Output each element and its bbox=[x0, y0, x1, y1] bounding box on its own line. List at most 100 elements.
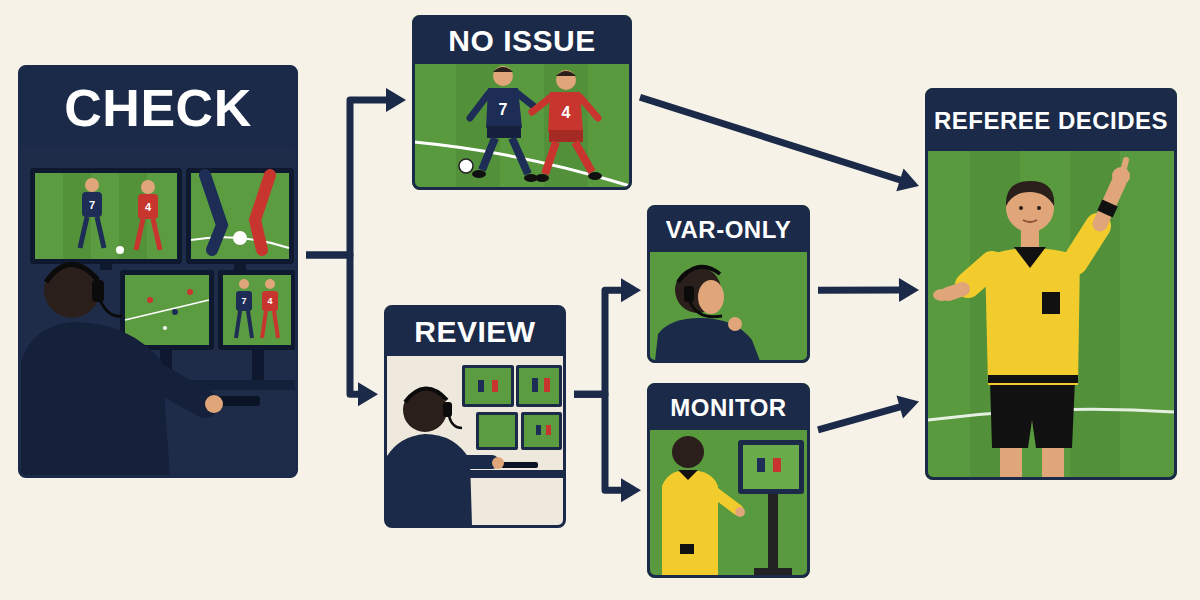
control-room-art-part bbox=[147, 297, 153, 303]
control-room-art-part bbox=[116, 246, 124, 254]
check-panel: CHECK bbox=[18, 65, 298, 478]
control-room-art-part bbox=[82, 192, 102, 217]
tackle-art-part bbox=[588, 172, 602, 180]
control-room-art-part bbox=[262, 291, 278, 311]
review-art-part bbox=[546, 425, 551, 435]
review-art-part bbox=[405, 388, 447, 402]
control-room-art-part bbox=[141, 180, 155, 194]
review-art-part bbox=[476, 412, 518, 450]
pitchside-monitor-art-part bbox=[754, 568, 792, 576]
tackle-art-part bbox=[549, 130, 583, 142]
review-art-part bbox=[479, 415, 515, 447]
pitchside-monitor-art-part bbox=[768, 494, 778, 576]
tackle-art-part bbox=[575, 142, 592, 172]
tackle-art-part bbox=[535, 174, 549, 182]
var-official-art-part bbox=[728, 317, 742, 331]
arrowhead bbox=[621, 478, 641, 502]
review-art-part bbox=[516, 365, 562, 407]
jersey-number: 4 bbox=[145, 202, 151, 213]
node-title: CHECK bbox=[21, 68, 295, 148]
tackle-art-part bbox=[512, 138, 528, 174]
connector-line bbox=[306, 255, 364, 394]
node-title: REFEREE DECIDES bbox=[928, 91, 1174, 151]
flow-arrow bbox=[574, 278, 641, 394]
pitchside-monitor-art-part bbox=[678, 470, 698, 480]
flow-arrow bbox=[306, 88, 406, 255]
control-room-art-part bbox=[44, 262, 100, 318]
var-official-art-part bbox=[647, 205, 810, 363]
tackle-art-part bbox=[517, 93, 536, 108]
review-art-part bbox=[443, 402, 452, 417]
control-room-art-part bbox=[92, 280, 104, 302]
tackle-art-part bbox=[482, 138, 495, 170]
referee-art bbox=[925, 88, 1177, 480]
var-official-art bbox=[647, 205, 810, 363]
control-room-art-part bbox=[265, 279, 275, 289]
arrowhead bbox=[358, 382, 378, 406]
control-room-art-part bbox=[163, 326, 167, 330]
pitchside-monitor-art-part bbox=[735, 507, 745, 517]
control-room-art-part bbox=[191, 173, 289, 259]
referee-art-part bbox=[933, 289, 951, 301]
review-art-part bbox=[524, 415, 559, 447]
referee-art-part bbox=[990, 380, 1075, 448]
outcome-box: NO ISSUE bbox=[412, 15, 632, 190]
review-art-part bbox=[532, 378, 538, 392]
arrowhead bbox=[386, 88, 406, 112]
jersey-number: 4 bbox=[267, 297, 272, 306]
referee-art-part bbox=[1019, 206, 1023, 210]
connector-line bbox=[574, 290, 627, 394]
pitchside-monitor-art bbox=[647, 383, 810, 578]
pitchside-monitor-art-part bbox=[757, 458, 765, 472]
referee-art-part bbox=[1042, 292, 1060, 314]
review-art-part bbox=[455, 455, 492, 469]
review-art-part bbox=[521, 412, 562, 450]
review-art-part bbox=[478, 380, 484, 392]
control-room-art-part bbox=[100, 264, 112, 270]
pitchside-monitor-art-part bbox=[773, 458, 781, 472]
pitchside-monitor-art-part bbox=[743, 445, 799, 489]
var-official-art-part bbox=[655, 318, 760, 361]
review-option-box: VAR-ONLY bbox=[647, 205, 810, 363]
tackle-art-part bbox=[532, 97, 551, 112]
node-title: NO ISSUE bbox=[415, 18, 629, 64]
control-room-art-part bbox=[223, 275, 291, 345]
control-room-art-part bbox=[153, 219, 160, 250]
review-art bbox=[384, 305, 566, 528]
control-room-art-part bbox=[18, 65, 298, 478]
connector-line bbox=[574, 394, 627, 490]
jersey-number: 4 bbox=[562, 105, 571, 121]
jersey-number: 7 bbox=[241, 297, 246, 306]
review-art-part bbox=[449, 416, 462, 428]
tackle-art-part bbox=[487, 126, 521, 138]
node-title: VAR-ONLY bbox=[650, 208, 807, 252]
referee-art-part bbox=[988, 375, 1078, 383]
node-title: REVIEW bbox=[387, 308, 563, 356]
control-room-art-part bbox=[205, 175, 222, 250]
tackle-art-part bbox=[493, 66, 513, 86]
review-option-box: MONITOR bbox=[647, 383, 810, 578]
control-room-art-part bbox=[136, 219, 143, 250]
control-room-art-part bbox=[97, 217, 104, 248]
control-room-art-part bbox=[80, 217, 87, 248]
var-official-art-part bbox=[698, 280, 724, 314]
connector-line bbox=[818, 286, 905, 293]
connector-line bbox=[306, 100, 392, 255]
tackle-art-part bbox=[580, 97, 598, 118]
referee-art-part bbox=[1023, 220, 1037, 222]
control-room-art-part bbox=[205, 395, 223, 413]
tackle-art-part bbox=[472, 170, 486, 178]
referee-art-part bbox=[1014, 247, 1046, 268]
tackle-art-part bbox=[412, 15, 632, 190]
referee-art-part bbox=[1100, 182, 1119, 224]
control-room-art-part bbox=[138, 194, 158, 219]
review-art-part bbox=[462, 365, 514, 407]
control-room-art-part bbox=[172, 309, 178, 315]
control-room-art-part bbox=[255, 175, 270, 250]
arrowhead bbox=[897, 395, 919, 418]
jersey-number: 7 bbox=[89, 200, 95, 211]
control-room-art bbox=[18, 65, 298, 478]
connector-line bbox=[640, 97, 906, 182]
arrowhead bbox=[896, 169, 919, 192]
